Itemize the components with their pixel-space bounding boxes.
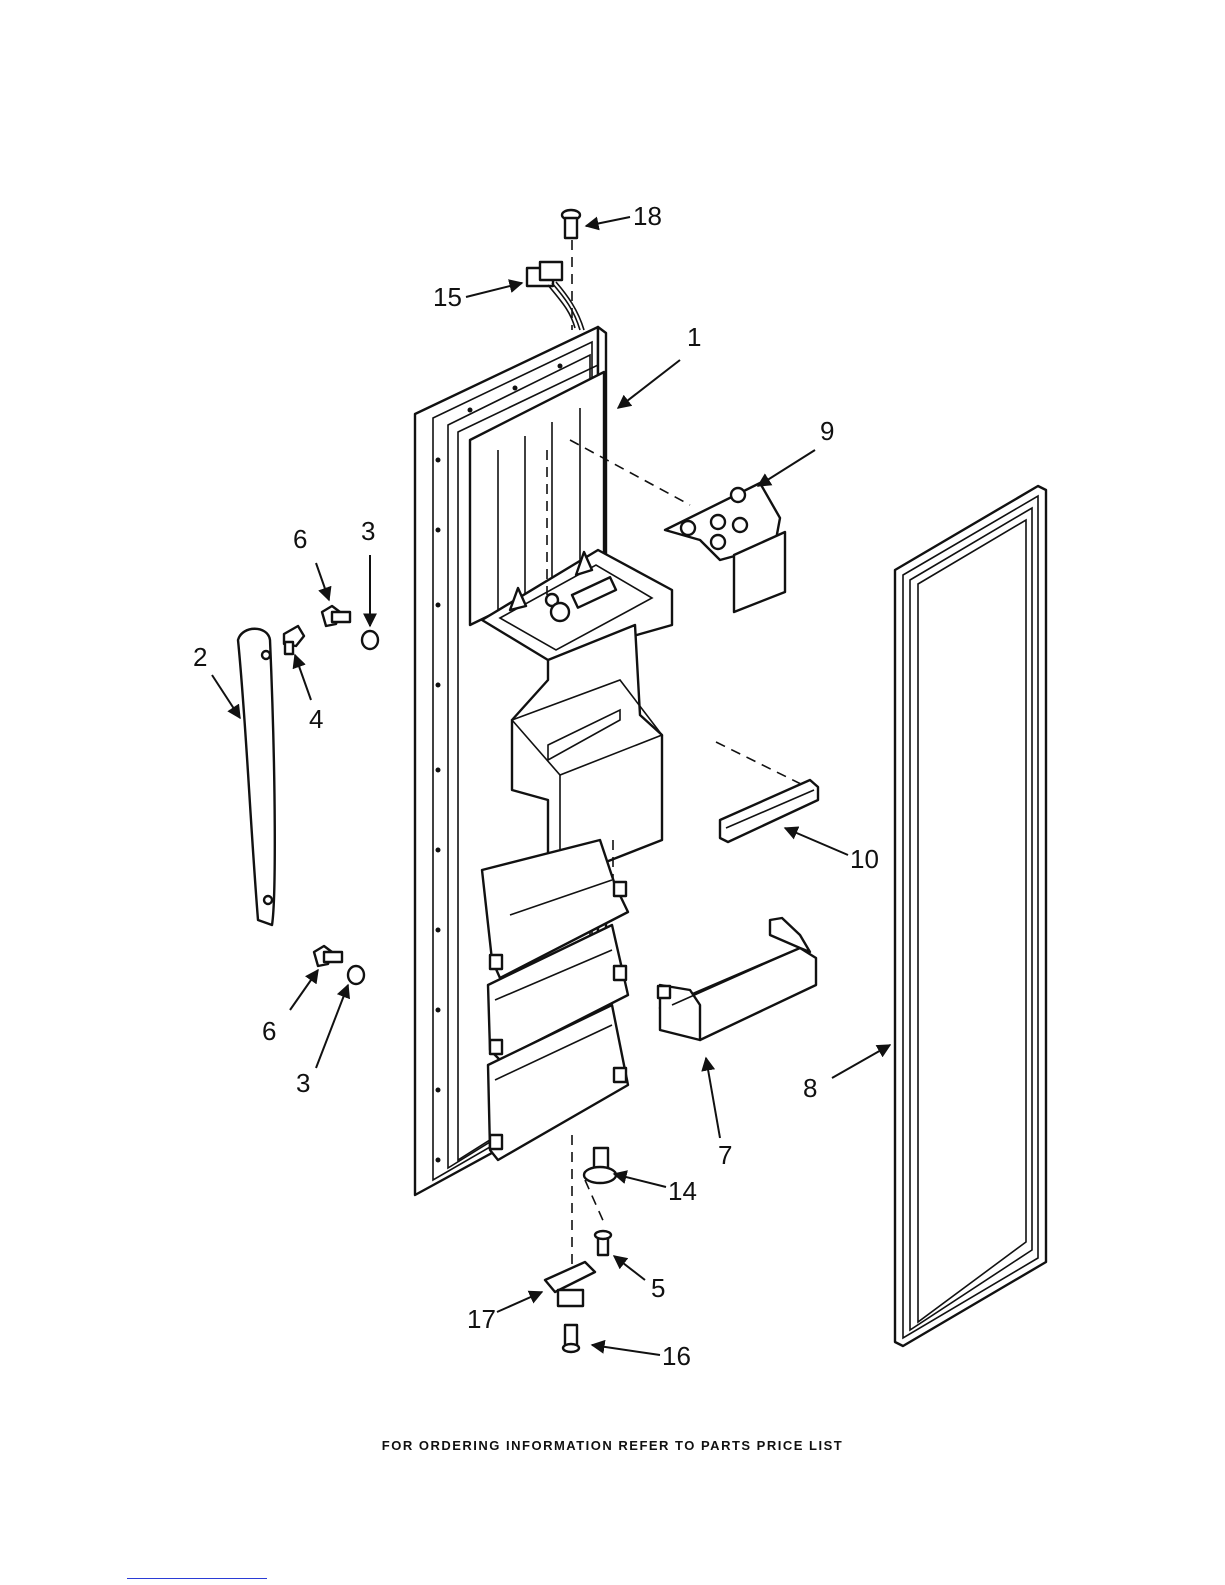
- door-outer-panel: [415, 327, 672, 1195]
- ordering-info-note: FOR ORDERING INFORMATION REFER TO PARTS …: [0, 1438, 1225, 1453]
- callout-8: 8: [803, 1073, 817, 1103]
- handle-part-2: [238, 629, 275, 925]
- shelf-bin-part-7: [658, 918, 816, 1040]
- callout-17: 17: [467, 1304, 496, 1334]
- screw-part-4: [284, 626, 304, 654]
- hinge-pin-part-14: [584, 1148, 616, 1183]
- callout-1: 1: [687, 322, 701, 352]
- hinge-part-17: [545, 1262, 595, 1306]
- callout-5: 5: [651, 1273, 665, 1303]
- callout-2: 2: [193, 642, 207, 672]
- screw-part-16: [563, 1325, 579, 1352]
- callout-3-upper: 3: [361, 516, 375, 546]
- trim-part-10: [720, 780, 818, 842]
- screw-part-6-upper: [322, 606, 350, 626]
- callout-6-lower: 6: [262, 1016, 276, 1046]
- plug-part-18: [562, 210, 580, 238]
- gasket-part-8: [895, 486, 1046, 1346]
- callout-3-lower: 3: [296, 1068, 310, 1098]
- callout-15: 15: [433, 282, 462, 312]
- callout-7: 7: [718, 1140, 732, 1170]
- callout-18: 18: [633, 201, 662, 231]
- cap-part-3-lower: [348, 966, 364, 984]
- cap-part-3-upper: [362, 631, 378, 649]
- screw-part-5: [595, 1231, 611, 1255]
- callout-10: 10: [850, 844, 879, 874]
- callout-9: 9: [820, 416, 834, 446]
- callout-14: 14: [668, 1176, 697, 1206]
- wire-harness-part-15: [527, 262, 584, 330]
- cover-part-9: [665, 483, 785, 612]
- callout-4: 4: [309, 704, 323, 734]
- bottom-link-underline[interactable]: [127, 1578, 267, 1579]
- screw-part-6-lower: [314, 946, 342, 966]
- callout-16: 16: [662, 1341, 691, 1371]
- callout-6-upper: 6: [293, 524, 307, 554]
